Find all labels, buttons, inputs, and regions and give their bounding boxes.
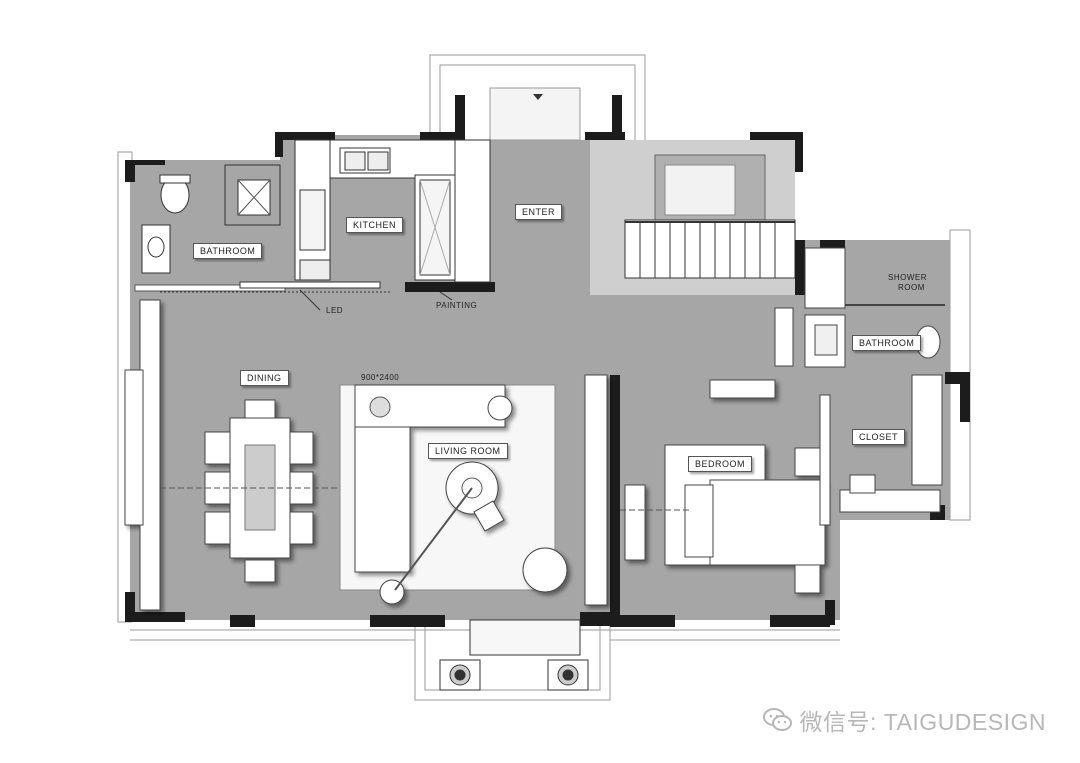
floor-lamp-arm: [394, 487, 473, 591]
closet-label: CLOSET: [852, 429, 906, 445]
led-annotation: LED: [326, 306, 344, 315]
living-room-label: LIVING ROOM: [428, 443, 508, 459]
wechat-icon: [763, 708, 793, 731]
porch: [489, 87, 581, 141]
bathroom-right-label: BATHROOM: [852, 335, 922, 351]
shower-room-label-line2: ROOM: [898, 283, 925, 292]
kitchen-cabinets: [239, 139, 491, 289]
bathroom-left-label: BATHROOM: [193, 243, 263, 259]
rug-size-annotation: 900*2400: [361, 373, 400, 382]
right-wing-fixtures: [774, 247, 943, 526]
walls: [125, 95, 970, 627]
watermark-text: 微信号: TAIGUDESIGN: [799, 709, 1046, 735]
dining-label: DINING: [240, 370, 289, 386]
bathroom-left-fixtures: [134, 164, 286, 292]
bedroom-label: BEDROOM: [688, 456, 753, 472]
enter-label: ENTER: [515, 204, 563, 220]
watermark: 微信号: TAIGUDESIGN: [763, 703, 1046, 737]
bedroom-furniture: [624, 379, 826, 594]
led-strip: [160, 289, 453, 311]
living-furniture: [354, 374, 608, 606]
shower-room-label-line1: SHOWER: [888, 273, 927, 282]
staircase: [624, 219, 796, 279]
kitchen-label: KITCHEN: [346, 217, 404, 233]
painting-annotation: PAINTING: [436, 301, 478, 310]
front-planters: [439, 619, 589, 691]
